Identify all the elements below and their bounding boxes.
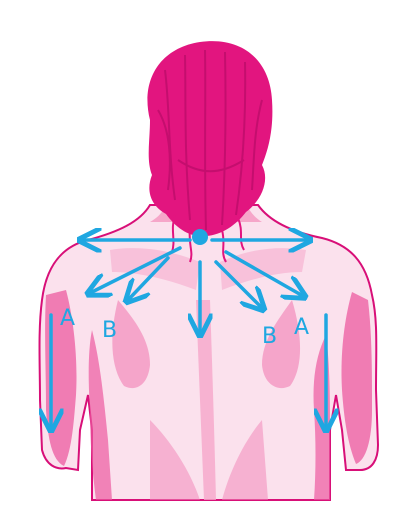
label-left-inner: B bbox=[102, 318, 117, 343]
label-right-inner: B bbox=[262, 324, 277, 349]
figure bbox=[40, 41, 379, 500]
label-left-outer: A bbox=[60, 306, 75, 331]
label-right-outer: A bbox=[294, 315, 309, 340]
center-dot bbox=[192, 229, 208, 245]
